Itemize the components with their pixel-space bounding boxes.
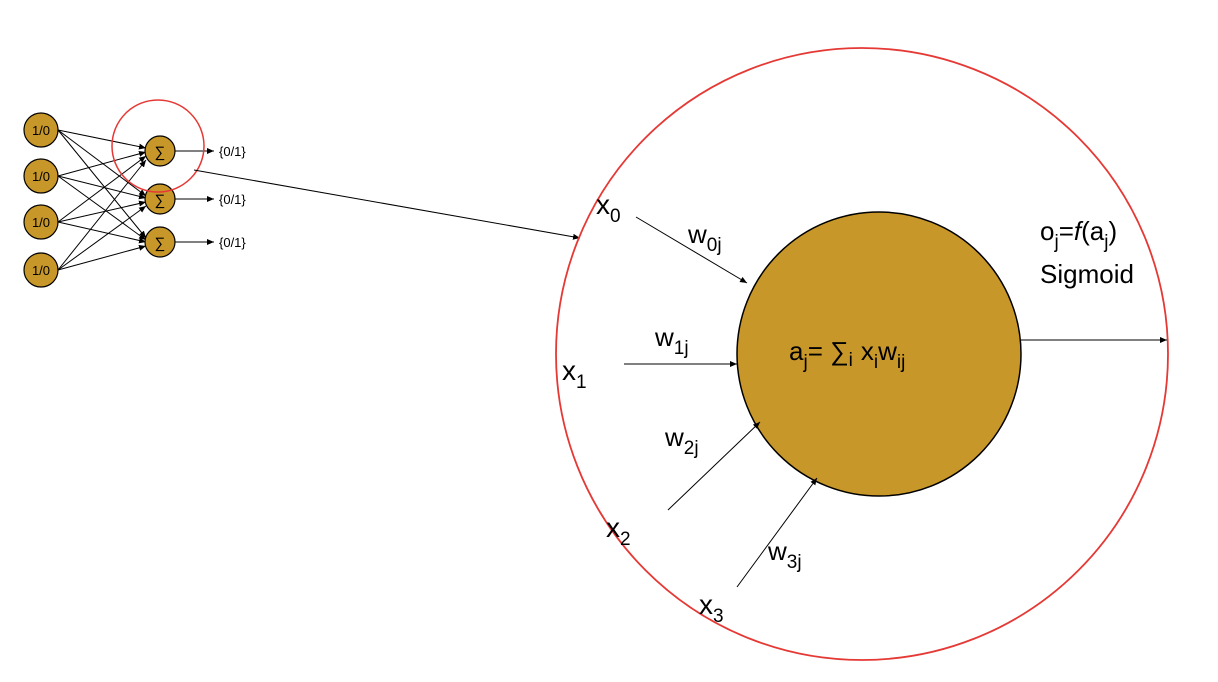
svg-text:∑: ∑	[155, 235, 166, 252]
output-label-3: {0/1}	[219, 235, 246, 250]
weight-w3j: w3j	[767, 536, 802, 573]
zoom-arrow	[193, 169, 581, 240]
highlight-ring-small	[111, 99, 205, 193]
weight-w2j: w2j	[664, 422, 699, 459]
network-connections	[57, 129, 147, 271]
svg-text:∑: ∑	[155, 192, 166, 209]
sum-node-2: ∑	[144, 183, 176, 215]
svg-text:1/0: 1/0	[32, 215, 50, 230]
highlight-ring-large	[555, 47, 1169, 661]
svg-text:∑: ∑	[155, 144, 166, 161]
neuron-body	[736, 211, 1022, 497]
input-node-2: 1/0	[23, 158, 59, 194]
svg-text:1/0: 1/0	[32, 263, 50, 278]
svg-text:1/0: 1/0	[32, 123, 50, 138]
activation-name: Sigmoid	[1040, 259, 1134, 289]
weight-w0j: w0j	[687, 219, 722, 256]
weight-arrows	[624, 216, 818, 588]
svg-text:1/0: 1/0	[32, 169, 50, 184]
output-function: oj=f(aj)	[1040, 216, 1117, 253]
input-x3: x3	[699, 589, 724, 627]
network-outputs	[175, 148, 214, 245]
input-x0: x0	[596, 189, 621, 227]
output-label-2: {0/1}	[219, 192, 246, 207]
sum-node-3: ∑	[144, 226, 176, 258]
input-x1: x1	[562, 355, 587, 393]
input-node-3: 1/0	[23, 204, 59, 240]
input-node-1: 1/0	[23, 112, 59, 148]
input-node-4: 1/0	[23, 252, 59, 288]
input-x2: x2	[606, 512, 631, 550]
output-label-1: {0/1}	[219, 144, 246, 159]
sum-node-1: ∑	[144, 135, 176, 167]
weight-w1j: w1j	[654, 322, 689, 359]
